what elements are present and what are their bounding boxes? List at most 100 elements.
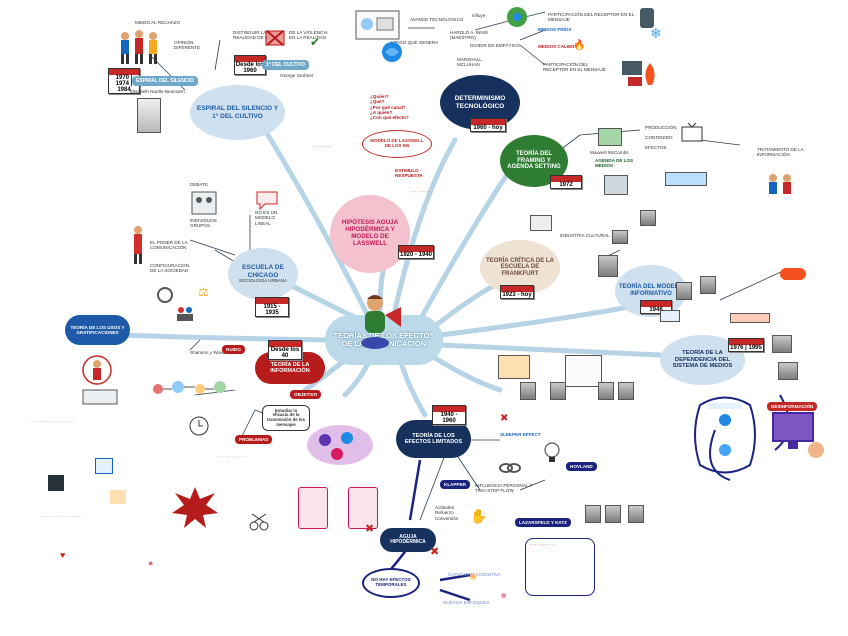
framing-efectos: EFECTOS bbox=[645, 145, 667, 150]
modelo-card-small bbox=[660, 310, 680, 322]
tinfo-dates: Desde los 40 bbox=[270, 347, 300, 359]
cultivo-dates-calendar: Desde los 1960 bbox=[234, 55, 266, 75]
medios-calientes-text: MEDIOS CALIENTES bbox=[538, 44, 584, 49]
shannon-weaver-text: Shannon y Weaver bbox=[190, 350, 229, 355]
determinismo-dates: 1960 - hoy bbox=[473, 125, 503, 131]
framing-news-banner bbox=[665, 172, 707, 186]
framing-title: TEORÍA DEL FRAMING Y AGENDA SETTING bbox=[507, 151, 561, 171]
noelle-neumann-photo bbox=[137, 98, 161, 133]
tinfo-dates-calendar: Desde los 40 bbox=[268, 340, 302, 360]
espiral-sub2-label: 1° DEL CULTIVO bbox=[262, 60, 310, 70]
poder-comunicacion-text: EL PODER DE LA COMUNICACIÓN bbox=[150, 240, 188, 251]
lasswell-5w-list: ¿Quién? ¿Qué? ¿Por qué canal? ¿A quién? … bbox=[370, 94, 410, 120]
objetivo-box: Estudiar la eficacia de la transmisión d… bbox=[262, 405, 310, 431]
hovland-label: HOVLAND bbox=[566, 462, 597, 471]
critica-dates: 1923 - hoy bbox=[502, 292, 532, 298]
audience-people-icon bbox=[769, 174, 791, 194]
dependencia-dates-calendar: 1976 | 1995 bbox=[728, 338, 764, 352]
avance-tecnologico-text: AVANCE TECNOLÓGICO bbox=[410, 17, 464, 22]
handshake-icon: ✋ bbox=[470, 508, 488, 524]
media-icon bbox=[48, 475, 64, 491]
lasswell-title: HIPÓTESIS AGUJA HIPODÉRMICA Y MODELO DE … bbox=[341, 219, 399, 247]
desinformacion-label: DESINFORMACIÓN bbox=[767, 402, 818, 411]
influye-text: influye bbox=[472, 13, 486, 18]
framing-dates: 1972 bbox=[559, 182, 573, 188]
modelo-photo-2 bbox=[700, 276, 716, 294]
pink-phone-card-1 bbox=[298, 487, 328, 529]
klapper-item-3: Conversión bbox=[435, 515, 459, 521]
tv-icon bbox=[681, 122, 703, 142]
limitados-dates: 1940 - 1960 bbox=[440, 412, 458, 424]
klapper-list: Actitudes Refuerzo Conversión bbox=[435, 505, 458, 521]
lasswell-quien: ¿Quién? bbox=[370, 94, 389, 99]
usos-notes-1: · · · · · · · · · · · · · · · · · · bbox=[30, 419, 73, 424]
scissors-icon bbox=[249, 513, 269, 531]
woman-figure-icon bbox=[134, 226, 142, 264]
gear-icon-small bbox=[157, 287, 173, 303]
modelo-banner bbox=[730, 313, 770, 323]
problemas-label: PROBLEMAS bbox=[235, 435, 273, 444]
speaker-person-icon bbox=[361, 295, 401, 349]
grupos-text: INDIVIDUOS GRUPOS bbox=[190, 218, 217, 229]
pink-phone-card-2 bbox=[348, 487, 378, 529]
critica-dates-calendar: 1923 - hoy bbox=[500, 285, 534, 299]
tinfo-title: TEORÍA DE LA INFORMACIÓN bbox=[270, 361, 310, 374]
determinismo-node[interactable]: DETERMINISMO TECNOLÓGICO bbox=[440, 75, 520, 130]
crowd-people-icon bbox=[121, 30, 157, 64]
group-discussion-icon bbox=[191, 191, 217, 215]
framing-image-2 bbox=[604, 175, 628, 195]
dependencia-dates: 1976 | 1995 bbox=[730, 345, 762, 351]
agenda-medios-text: AGENDA DE LOS MEDIOS bbox=[595, 158, 634, 169]
no-efectos-temporales-node: NO HAY EFECTOS TEMPORALES bbox=[362, 568, 420, 598]
chain-link-icon bbox=[499, 463, 521, 473]
capacidad-cognitiva-text: CAPACIDAD COGNITIVA bbox=[448, 572, 501, 577]
lasswell-efecto: ¿Con qué efecto? bbox=[370, 115, 409, 121]
espiral-author1: Elisabeth Noelle-Neumann bbox=[130, 89, 185, 94]
objetivo-label: OBJETIVO bbox=[290, 390, 322, 399]
critica-title: TEORÍA CRÍTICA DE LA ESCUELA DE FRANKFUR… bbox=[486, 257, 554, 277]
ruido-label: RUIDO bbox=[222, 345, 245, 354]
espiral-author2: George Gerbner bbox=[280, 73, 314, 78]
aguja-title: AGUJA HIPODÉRMICA bbox=[390, 533, 426, 545]
cultivo-dates: Desde los 1960 bbox=[235, 62, 265, 74]
lasswell-model-oval: MODELO DE LASSWELL DE LOS 5W bbox=[362, 130, 432, 158]
chicago-title: ESCUELA DE CHICAGO bbox=[242, 264, 284, 279]
usos-gratificaciones-node[interactable]: TEORÍA DE LOS USOS Y GRATIFICACIONES bbox=[65, 315, 130, 345]
chicago-node[interactable]: ESCUELA DE CHICAGO SOCIOLOGÍA URBANA bbox=[228, 248, 298, 300]
aguja-hipodermica-node[interactable]: AGUJA HIPODÉRMICA bbox=[380, 528, 436, 552]
lasswell-nota2: ESTIMULO - RESPUESTA bbox=[395, 168, 423, 179]
apego-text: APEGO QUE GENERA bbox=[390, 40, 439, 45]
modelo-photo-1 bbox=[676, 282, 692, 300]
laptop-icon bbox=[95, 458, 113, 474]
author-photo-3 bbox=[628, 505, 644, 523]
klapper-label: KLAPPER bbox=[440, 480, 470, 489]
dependencia-photo-2 bbox=[778, 362, 798, 380]
violencia-realidad-text: DE LA VIOLENCIA EN LA REALIDAD bbox=[289, 30, 328, 41]
network-people-cluster bbox=[307, 425, 373, 465]
frankfurt-doodle-2 bbox=[498, 355, 530, 379]
author-photo-2 bbox=[605, 505, 621, 523]
dependencia-photo-1 bbox=[772, 335, 792, 353]
frankfurt-photo bbox=[598, 255, 618, 277]
chicago-dates-calendar: 1915 - 1935 bbox=[255, 297, 289, 317]
objetivo-text: Estudiar la eficacia de la transmisión d… bbox=[267, 407, 305, 427]
klapper-item-1: Actitudes bbox=[435, 505, 454, 510]
framing-contenido: CONTENIDO bbox=[645, 135, 673, 140]
espiral-silencio-node[interactable]: ESPIRAL DEL SILENCIO Y 1° DEL CULTIVO bbox=[190, 85, 285, 140]
bag-icon: ● bbox=[148, 558, 154, 568]
snowflake-icon: ❄ bbox=[650, 25, 662, 41]
lasswell-node[interactable]: HIPÓTESIS AGUJA HIPODÉRMICA Y MODELO DE … bbox=[330, 195, 410, 273]
efectos-limitados-node[interactable]: TEORÍA DE LOS EFECTOS LIMITADOS bbox=[396, 420, 471, 458]
limitados-title: TEORÍA DE LOS EFECTOS LIMITADOS bbox=[404, 432, 463, 445]
brain-icon bbox=[382, 42, 402, 62]
frankfurt-photo-2 bbox=[520, 382, 536, 400]
frankfurt-doodle bbox=[530, 215, 552, 231]
gear-orange-icon: ✷ bbox=[468, 570, 479, 584]
speech-bubble-icon bbox=[256, 191, 278, 210]
modelo-title: TEORÍA DEL MODELO INFORMATIVO bbox=[619, 284, 684, 297]
usos-person-icon bbox=[82, 355, 118, 405]
scale-icon: ⚖ bbox=[198, 285, 209, 299]
frankfurt-node[interactable]: TEORÍA CRÍTICA DE LA ESCUELA DE FRANKFUR… bbox=[480, 240, 560, 295]
nuevos-enfoques-text: NUEVOS ENFOQUES bbox=[443, 600, 490, 605]
